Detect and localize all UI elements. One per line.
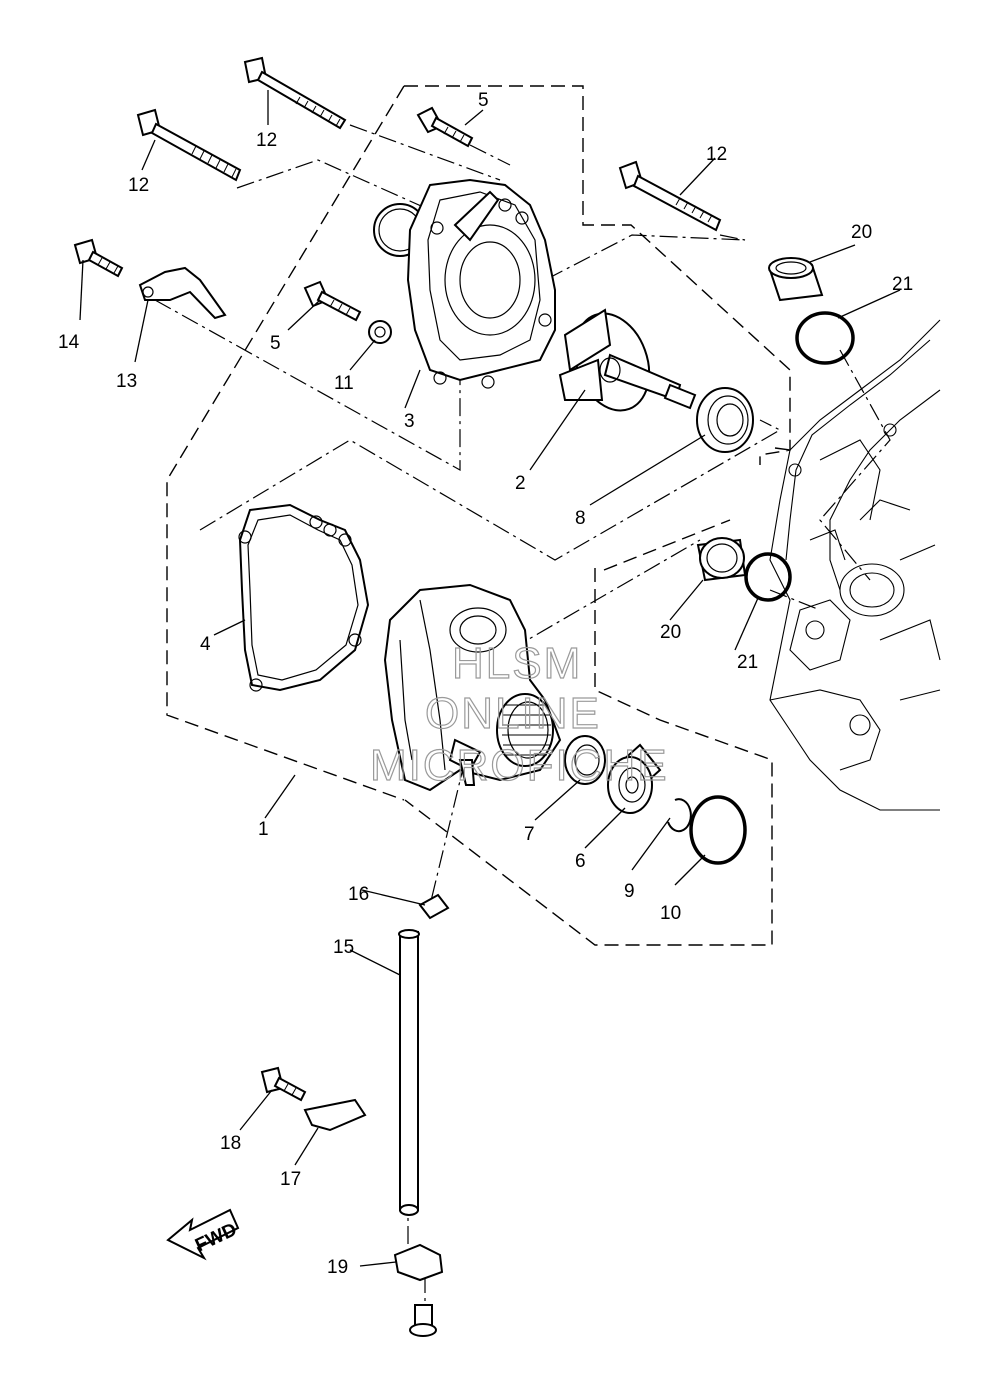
- callout-1: 1: [258, 819, 269, 840]
- bracket-13: [138, 266, 227, 320]
- callout-21-upper: 21: [892, 274, 913, 295]
- callout-7: 7: [524, 824, 535, 845]
- callout-8: 8: [575, 508, 586, 529]
- callout-9: 9: [624, 881, 635, 902]
- leader-lines: [79, 90, 901, 1267]
- fwd-arrow: FWD: [166, 1208, 240, 1261]
- callout-19: 19: [327, 1257, 348, 1278]
- pump-housing-1: [383, 583, 562, 792]
- callout-11: 11: [334, 373, 354, 394]
- callout-12-upper: 12: [256, 130, 277, 151]
- callout-21-lower: 21: [737, 652, 758, 673]
- watermark-line-3: MICROFICHE: [370, 741, 669, 790]
- callout-3: 3: [404, 411, 415, 432]
- callout-6: 6: [575, 851, 586, 872]
- callout-20-upper: 20: [851, 222, 872, 243]
- assembly-boundary-dashed: [166, 85, 791, 946]
- callout-20-lower: 20: [660, 622, 681, 643]
- bearing-6: [607, 743, 662, 814]
- collar-20-upper: [768, 257, 824, 302]
- collar-20-lower: [696, 537, 747, 582]
- bolt-14: [73, 238, 124, 278]
- gasket-4: [238, 503, 370, 692]
- circlip-9: [667, 798, 692, 833]
- o-ring-10: [689, 795, 747, 865]
- callout-17: 17: [280, 1169, 301, 1190]
- callout-2: 2: [515, 473, 526, 494]
- watermark: HLSM ONLINE MICROFICHE: [369, 638, 669, 790]
- callout-10: 10: [660, 903, 681, 924]
- impeller-cover-3: [373, 178, 556, 389]
- bracket-17: [303, 1098, 367, 1132]
- crankcase-outline: [769, 319, 941, 811]
- bolt-12-upper: [243, 56, 347, 130]
- callout-labels: 1 2 3 4 5 5 6 7 8 9 10 11 12 12 12 13 14…: [58, 90, 913, 1278]
- callout-14: 14: [58, 332, 80, 353]
- watermark-line-1: HLSM: [452, 639, 582, 688]
- oil-seal-7: [564, 735, 606, 785]
- callout-13: 13: [116, 371, 137, 392]
- bolt-19-below: [409, 1304, 437, 1337]
- clip-19: [393, 1243, 444, 1282]
- bolt-5-upper: [416, 106, 474, 148]
- callout-12-right: 12: [706, 144, 727, 165]
- oil-seal-8: [696, 387, 754, 453]
- bolt-18: [260, 1066, 307, 1102]
- callout-12-middle: 12: [128, 175, 149, 196]
- callout-15: 15: [333, 937, 354, 958]
- o-ring-21-upper: [795, 311, 855, 365]
- bolt-12-middle: [136, 108, 242, 182]
- impeller-shaft-2: [558, 308, 697, 412]
- o-ring-21-lower: [744, 552, 792, 602]
- callout-4: 4: [200, 634, 211, 655]
- callout-5-lower: 5: [270, 333, 281, 354]
- bolt-5-lower: [303, 280, 362, 322]
- bolt-12-right: [618, 160, 722, 232]
- clamp-16: [418, 893, 450, 920]
- washer-11: [368, 320, 392, 344]
- hose-15: [398, 929, 420, 1216]
- watermark-line-2: ONLINE: [425, 689, 601, 738]
- callout-16: 16: [348, 884, 369, 905]
- callout-5-upper: 5: [478, 90, 489, 111]
- callout-18: 18: [220, 1133, 241, 1154]
